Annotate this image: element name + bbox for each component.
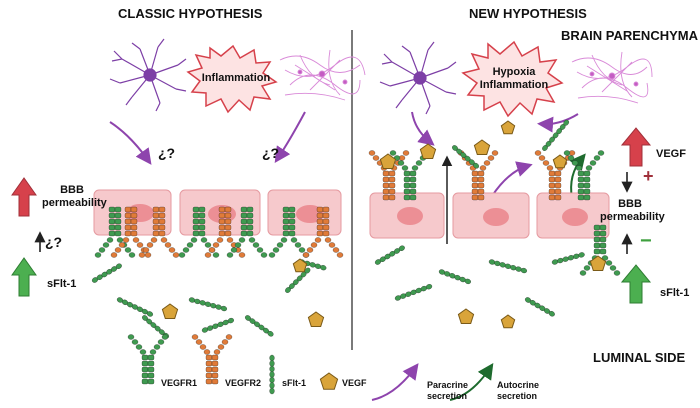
vegf-molecule (500, 314, 516, 329)
bbb-label-classic: BBB permeability (42, 184, 107, 210)
hypoxia-line: Hypoxia (492, 66, 536, 78)
vegf-molecule (473, 139, 491, 155)
sflt1-chain (201, 317, 234, 333)
vegfr1-receptor (226, 206, 268, 258)
legend-sflt1-icon (269, 354, 275, 395)
up-arrow-green (11, 257, 37, 297)
sflt1-chain (91, 263, 122, 283)
neuron-icon (109, 38, 187, 112)
vegf-molecule (552, 154, 568, 169)
up-arrow-green (620, 264, 652, 304)
up-arrow-red (11, 177, 37, 217)
legend-autocrine-arrow (449, 363, 494, 401)
vegf-molecule (379, 153, 397, 169)
sflt1-chain (116, 297, 153, 317)
question-mark-1: ¿? (158, 145, 176, 161)
legend-paracrine-arrow (371, 363, 419, 401)
endothelial-cell (536, 192, 610, 239)
neuron-icon (379, 41, 457, 115)
vegf-molecule (292, 258, 308, 273)
legend-vegfr2-label: VEGFR2 (225, 378, 262, 388)
sflt1-chain (524, 297, 555, 317)
sflt-label-classic: sFlt-1 (47, 278, 77, 290)
question-mark-left: ¿? (45, 234, 63, 250)
paracrine-line1: Paracrine (427, 380, 469, 390)
brain-parenchyma-label: BRAIN PARENCHYMA (561, 28, 698, 43)
vegfr2-receptor (204, 206, 246, 258)
sflt1-chain (438, 269, 471, 285)
hypoxia-inflammation-label: Hypoxia Inflammation (474, 66, 554, 92)
vegfr2-receptor (302, 206, 344, 258)
vegfr1-receptor (178, 206, 220, 258)
vegf-molecule (589, 255, 607, 271)
vegfr2-receptor (138, 206, 180, 258)
sflt1-chain (285, 267, 311, 293)
bbb-line2: permeability (600, 211, 665, 223)
legend-vegf-icon (319, 372, 339, 390)
vegf-molecule (161, 303, 179, 319)
sflt1-chain (452, 145, 479, 169)
hypoxia-burst-icon (461, 40, 564, 118)
vegf-molecule (457, 308, 475, 324)
luminal-side-label: LUMINAL SIDE (593, 350, 686, 365)
legend-autocrine-label: Autocrine secretion (497, 380, 539, 402)
autocrine-line1: Autocrine (497, 380, 540, 390)
inflammation-label: Inflammation (201, 72, 271, 84)
paracrine-arrow (491, 161, 533, 197)
sflt1-chain (188, 297, 227, 312)
vegf-molecule (500, 120, 516, 135)
legend-vegfr1-icon (127, 334, 169, 385)
paracrine-arrow (109, 121, 152, 165)
vegfr2-receptor (110, 206, 152, 258)
astrocyte-icon (279, 49, 366, 101)
sflt1-chain (374, 245, 405, 265)
endothelial-cell (452, 192, 530, 239)
sflt1-chain (551, 252, 585, 265)
vegf-molecule (307, 311, 325, 327)
autocrine-line2: secretion (497, 391, 538, 401)
vegf-label-new: VEGF (656, 148, 686, 160)
plus-sign: + (643, 166, 654, 186)
bbb-line1: BBB (60, 184, 84, 196)
bbb-label-new: BBB permeability (600, 198, 665, 224)
vegfr1-receptor (94, 206, 136, 258)
legend-vegf-label: VEGF (342, 378, 367, 388)
sflt1-chain (245, 315, 274, 337)
up-arrow-red (620, 127, 652, 167)
classic-hypothesis-title: CLASSIC HYPOTHESIS (118, 6, 263, 21)
legend-vegfr1-label: VEGFR1 (161, 378, 198, 388)
paracrine-line2: secretion (427, 391, 468, 401)
legend-paracrine-label: Paracrine secretion (427, 380, 468, 402)
bbb-line1: BBB (618, 198, 642, 210)
endothelial-cell (369, 192, 445, 239)
inflammation-line: Inflammation (479, 79, 549, 91)
paracrine-arrow (274, 111, 306, 163)
question-mark-2: ¿? (262, 145, 280, 161)
sflt1-chain (142, 315, 169, 339)
minus-sign: − (640, 230, 652, 252)
paracrine-arrow (537, 113, 579, 133)
sflt-label-new: sFlt-1 (660, 287, 690, 299)
sflt1-chain (542, 119, 570, 151)
sflt1-chain (394, 284, 433, 301)
legend-vegfr2-icon (191, 334, 233, 385)
bbb-line2: permeability (42, 197, 107, 209)
vegfr1-receptor (563, 150, 605, 201)
astrocyte-icon (571, 51, 653, 104)
legend-sflt-label: sFlt-1 (282, 378, 307, 388)
vegf-molecule (419, 143, 437, 159)
inflammation-burst-icon (186, 44, 278, 114)
paracrine-arrow (411, 111, 435, 146)
sflt1-chain (488, 259, 527, 274)
endothelial-cell (267, 189, 342, 236)
new-hypothesis-title: NEW HYPOTHESIS (469, 6, 587, 21)
